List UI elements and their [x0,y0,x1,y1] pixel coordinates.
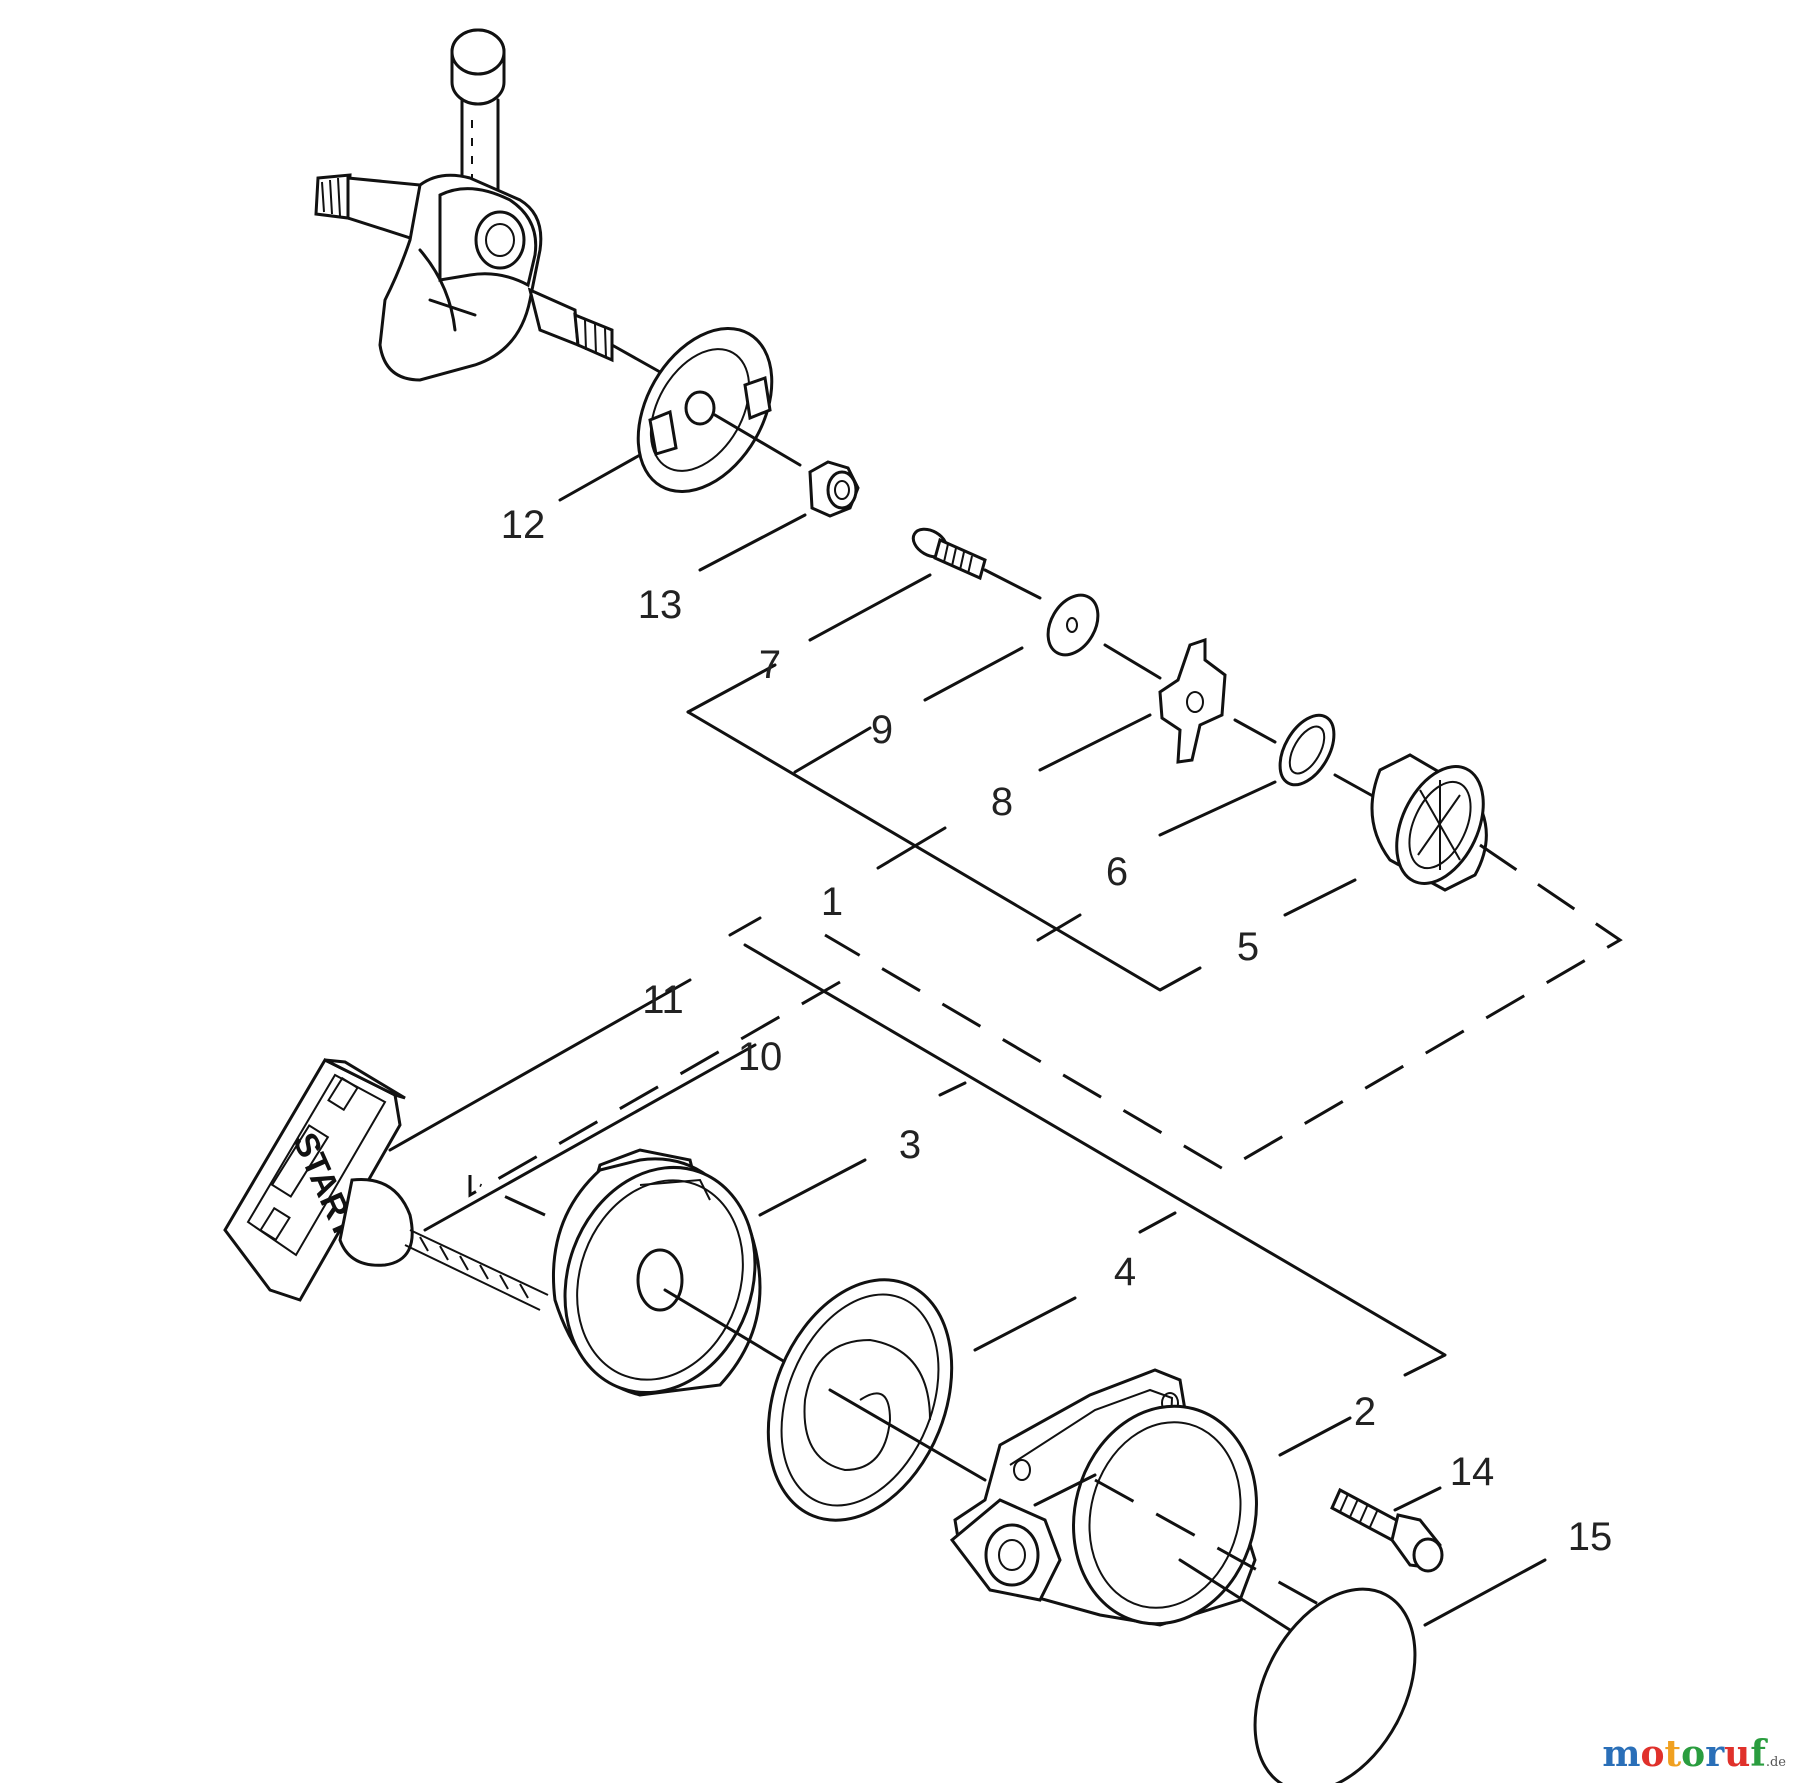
part-6-ring [1278,713,1382,802]
callout-4: 4 [1114,1250,1136,1294]
part-8-pawl [1158,637,1277,764]
dashed-assembly-lines [468,843,1623,1607]
part-12-pawl-plate [636,326,802,494]
part-14-bolt [1330,1487,1444,1573]
callout-2: 2 [1354,1390,1376,1434]
callout-14: 14 [1450,1450,1495,1494]
callout-1: 1 [821,880,843,924]
watermark-tld: .de [1765,1755,1786,1770]
part-3-rope-pulley [551,1148,792,1397]
callout-15: 15 [1568,1515,1613,1559]
callout-6: 6 [1106,850,1128,894]
callout-numbers: 1 2 3 4 5 6 7 8 9 10 11 12 13 14 15 [501,503,1613,1559]
part-7-screw [911,527,1042,600]
watermark-logo: motoruf.de [1602,1733,1786,1775]
watermark-text: motoruf [1602,1733,1766,1775]
callout-13: 13 [638,583,683,627]
callout-7: 7 [759,643,781,687]
part-4-recoil-spring [766,1278,987,1522]
bracket-lines [686,663,1447,1377]
callout-8: 8 [991,780,1013,824]
part-15-cover-disc [1253,1587,1417,1783]
part-2-starter-housing [949,1368,1292,1632]
part-9-washer [1046,593,1162,680]
callout-3: 3 [899,1123,921,1167]
leader-lines [388,453,1547,1627]
starter-handle: START [223,1058,549,1311]
crankshaft-assembly [314,28,662,382]
callout-11: 11 [642,978,684,1022]
callout-5: 5 [1237,925,1259,969]
callout-9: 9 [871,708,893,752]
part-13-nut [808,460,860,518]
callout-12: 12 [501,503,546,547]
part-5-hub [1370,753,1488,892]
callout-10: 10 [738,1035,783,1079]
